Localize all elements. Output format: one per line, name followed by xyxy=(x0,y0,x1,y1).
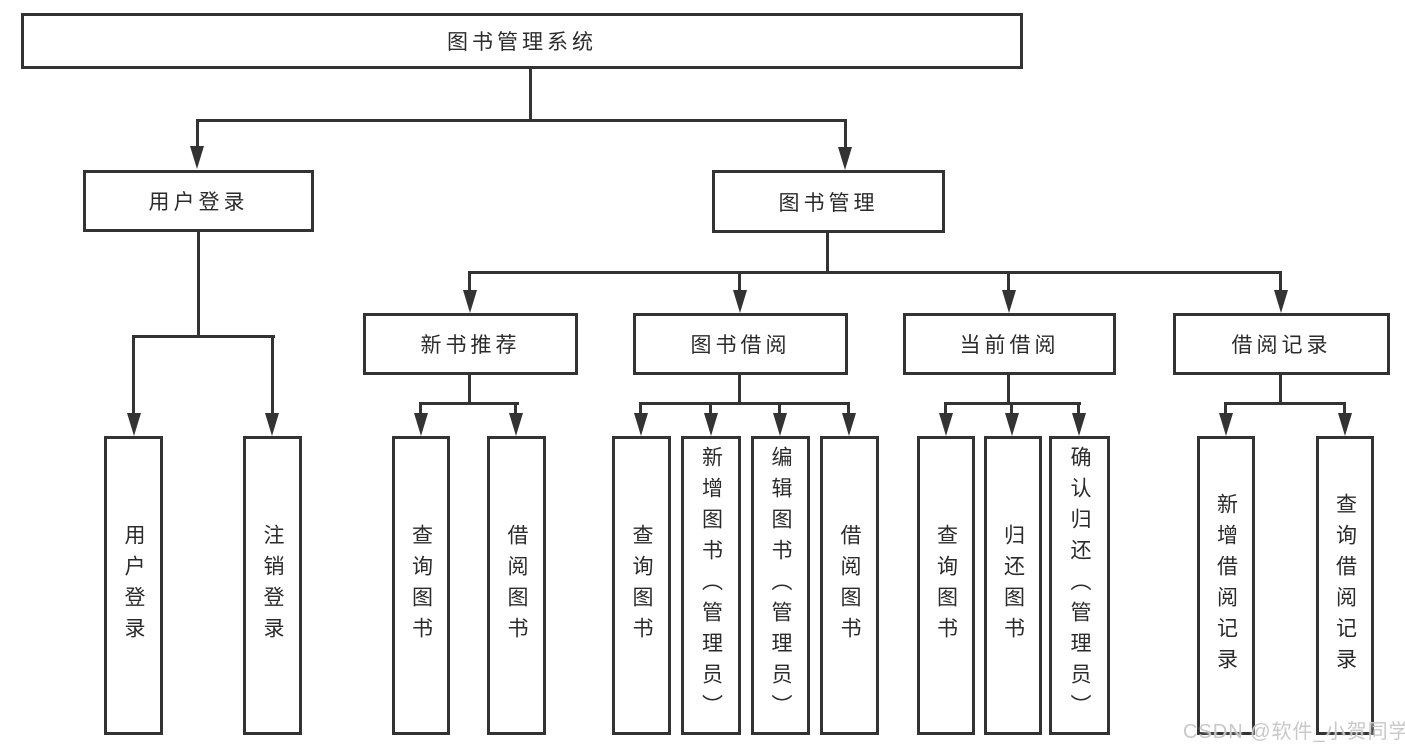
connector-drop xyxy=(514,402,517,415)
arrow-down-icon xyxy=(190,146,204,169)
connector-drop xyxy=(1279,271,1282,292)
arrow-down-icon xyxy=(1219,413,1233,436)
leaf-add-borrow-record-label: 新增借阅记录 xyxy=(1214,492,1238,679)
connector-drop-book-mgmt xyxy=(844,119,847,148)
connector-drop xyxy=(1343,402,1346,415)
node-user-login: 用户登录 xyxy=(83,170,314,232)
leaf-query-borrow-record: 查询借阅记录 xyxy=(1316,436,1374,735)
arrow-down-icon xyxy=(842,413,856,436)
arrow-down-icon xyxy=(1274,290,1288,313)
connector-stem xyxy=(1279,375,1282,405)
watermark: CSDN @软件_小贺同学 xyxy=(1183,721,1405,743)
connector-root-bar xyxy=(196,119,847,122)
arrow-down-icon xyxy=(414,413,428,436)
leaf-add-book-admin: 新增图书（管理员） xyxy=(681,436,741,735)
connector-stem xyxy=(738,375,741,405)
connector-drop xyxy=(944,402,947,415)
leaf-query-books-recommend-label: 查询图书 xyxy=(409,523,433,648)
connector-drop xyxy=(847,402,850,415)
connector-drop xyxy=(1224,402,1227,415)
leaf-confirm-return-admin: 确认归还（管理员） xyxy=(1049,436,1110,735)
node-borrow-records: 借阅记录 xyxy=(1173,313,1390,375)
connector-drop xyxy=(1007,271,1010,292)
connector-bar xyxy=(639,402,850,405)
node-root: 图书管理系统 xyxy=(21,13,1023,69)
node-current-borrow: 当前借阅 xyxy=(903,313,1116,375)
leaf-borrow-books: 借阅图书 xyxy=(820,436,879,735)
connector-drop xyxy=(778,402,781,415)
leaf-borrow-books-recommend: 借阅图书 xyxy=(487,436,546,735)
node-book-management: 图书管理 xyxy=(712,170,945,233)
arrow-down-icon xyxy=(634,413,648,436)
arrow-down-icon xyxy=(509,413,523,436)
connector-bar xyxy=(1224,402,1346,405)
arrow-down-icon xyxy=(773,413,787,436)
arrow-down-icon xyxy=(463,290,477,313)
arrow-down-icon xyxy=(838,147,852,170)
leaf-borrow-books-label: 借阅图书 xyxy=(838,523,861,648)
leaf-logout: 注销登录 xyxy=(243,436,302,735)
connector-bookmgmt-bar xyxy=(468,271,1282,274)
connector-stem xyxy=(468,375,471,405)
leaf-user-login: 用户登录 xyxy=(104,436,163,735)
connector-bar xyxy=(419,402,519,405)
leaf-return-book: 归还图书 xyxy=(984,436,1042,735)
leaf-query-books-recommend: 查询图书 xyxy=(392,436,450,735)
arrow-down-icon xyxy=(1338,413,1352,436)
leaf-query-borrow-record-label: 查询借阅记录 xyxy=(1333,492,1357,679)
connector-drop xyxy=(709,402,712,415)
connector-userlogin-bar xyxy=(132,335,275,338)
arrow-down-icon xyxy=(1002,290,1016,313)
connector-userlogin-stem xyxy=(197,232,200,335)
leaf-query-books-current-label: 查询图书 xyxy=(934,523,958,648)
leaf-return-book-label: 归还图书 xyxy=(1001,523,1025,648)
leaf-borrow-books-recommend-label: 借阅图书 xyxy=(505,523,528,648)
arrow-down-icon xyxy=(1005,413,1019,436)
connector-root-stem xyxy=(529,69,532,119)
leaf-edit-book-admin-label: 编辑图书（管理员） xyxy=(769,446,792,725)
leaf-confirm-return-admin-label: 确认归还（管理员） xyxy=(1068,446,1091,725)
connector-drop xyxy=(132,335,135,415)
connector-drop xyxy=(419,402,422,415)
leaf-logout-label: 注销登录 xyxy=(261,523,284,648)
leaf-add-book-admin-label: 新增图书（管理员） xyxy=(699,446,723,725)
node-book-borrow: 图书借阅 xyxy=(633,313,848,375)
arrow-down-icon xyxy=(127,413,141,436)
connector-drop xyxy=(468,271,471,292)
arrow-down-icon xyxy=(1072,413,1086,436)
connector-drop xyxy=(738,271,741,292)
leaf-user-login-label: 用户登录 xyxy=(122,523,145,648)
connector-drop xyxy=(1010,402,1013,415)
arrow-down-icon xyxy=(265,413,279,436)
connector-bookmgmt-stem xyxy=(826,233,829,273)
connector-drop xyxy=(1077,402,1080,415)
connector-drop xyxy=(639,402,642,415)
connector-drop-user-login xyxy=(196,119,199,148)
connector-drop xyxy=(271,335,274,415)
leaf-edit-book-admin: 编辑图书（管理员） xyxy=(751,436,810,735)
arrow-down-icon xyxy=(733,290,747,313)
leaf-query-books-borrow: 查询图书 xyxy=(612,436,671,735)
leaf-query-books-current: 查询图书 xyxy=(917,436,975,735)
arrow-down-icon xyxy=(704,413,718,436)
arrow-down-icon xyxy=(939,413,953,436)
node-new-book-recommend: 新书推荐 xyxy=(363,313,578,375)
leaf-query-books-borrow-label: 查询图书 xyxy=(630,523,653,648)
connector-stem xyxy=(1007,375,1010,405)
leaf-add-borrow-record: 新增借阅记录 xyxy=(1197,436,1255,735)
